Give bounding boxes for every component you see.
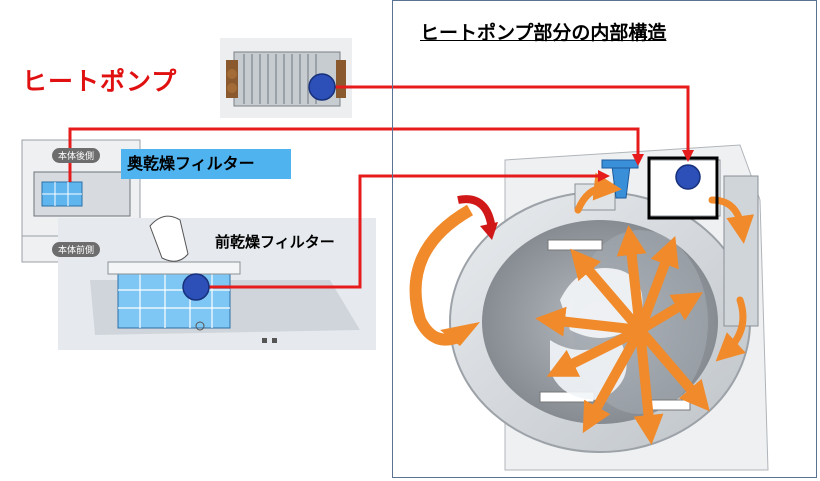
body-back-tag: 本体後側 — [52, 148, 101, 163]
right-panel-border — [392, 0, 817, 478]
front-filter-label: 前乾燥フィルター — [215, 233, 335, 251]
heat-pump-label: ヒートポンプ — [22, 67, 178, 96]
heat-pump-highlight-box — [647, 156, 719, 220]
body-front-tag: 本体前側 — [52, 242, 101, 257]
front-filter-marker — [182, 273, 210, 301]
washer-heat-pump-marker — [675, 164, 701, 190]
front-filter-image — [58, 215, 376, 350]
rotation-arrow — [409, 195, 498, 346]
arrow-heads — [598, 150, 694, 182]
back-filter-label: 奥乾燥フィルター — [121, 149, 291, 179]
airflow-arrows — [535, 172, 755, 445]
heat-pump-marker — [308, 73, 336, 101]
page-title: ヒートポンプ部分の内部構造 — [420, 22, 667, 44]
